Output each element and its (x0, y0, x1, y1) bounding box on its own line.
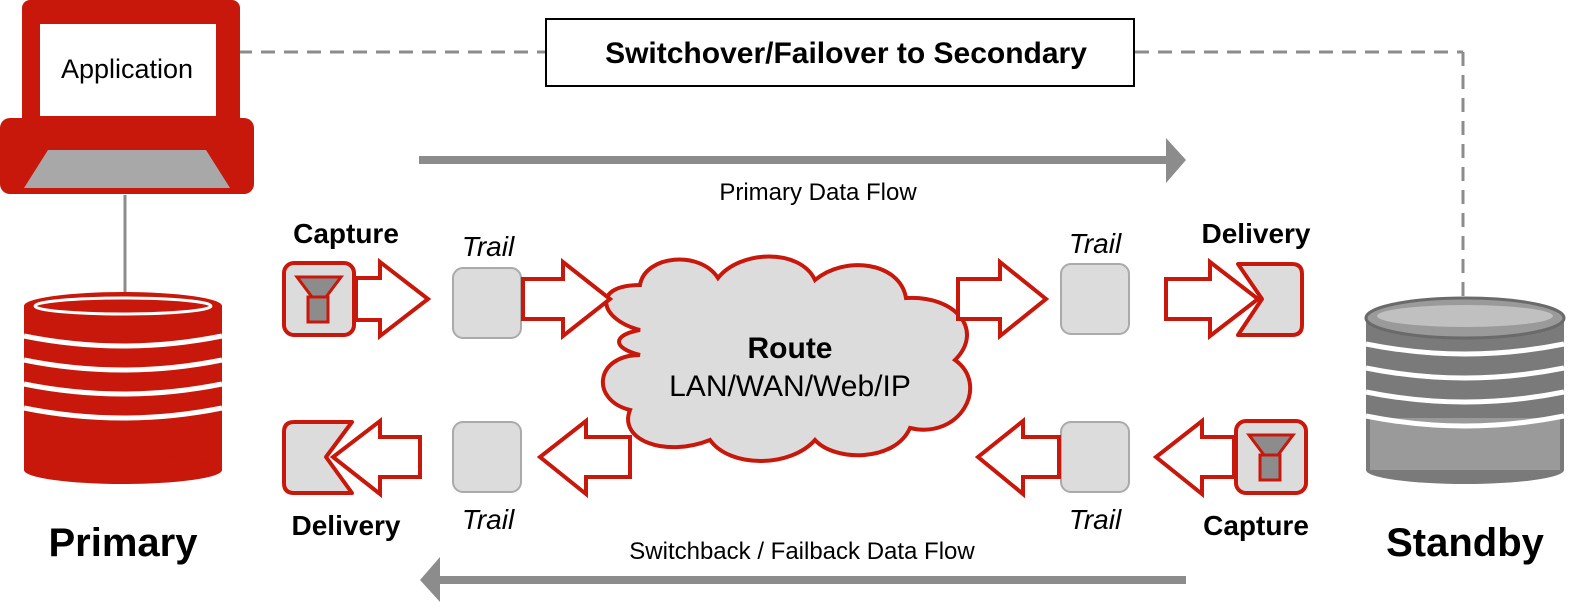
standby-trail-top-icon (1060, 263, 1130, 335)
primary-database-icon (23, 292, 223, 484)
switchback-flow-label: Switchback / Failback Data Flow (629, 538, 975, 565)
primary-trail-bottom-label: Trail (462, 504, 515, 535)
route-subtitle: LAN/WAN/Web/IP (669, 370, 911, 403)
route-cloud-icon: Route LAN/WAN/Web/IP (601, 254, 973, 463)
switchover-label: Switchover/Failover to Secondary (605, 37, 1087, 70)
switchback-flow-arrow (420, 557, 1186, 602)
primary-capture-icon (282, 261, 356, 337)
standby-delivery-label: Delivery (1202, 218, 1311, 249)
route-title: Route (748, 332, 833, 365)
primary-trail-top-label: Trail (462, 231, 515, 262)
primary-trail-bottom-icon (452, 421, 522, 493)
route-to-primary-trail-arrow (536, 416, 632, 499)
switchover-connector (238, 50, 1465, 300)
trail-to-route-arrow (521, 257, 614, 341)
standby-database-icon (1364, 296, 1566, 484)
capture-to-trail-arrow (354, 257, 432, 341)
primary-delivery-label: Delivery (292, 510, 401, 541)
standby-capture-to-trail-arrow (1152, 416, 1236, 499)
trail-to-primary-delivery-arrow (329, 416, 422, 499)
primary-delivery-icon (282, 420, 354, 495)
trail-to-delivery-arrow (1164, 257, 1262, 341)
standby-trail-to-route-arrow (974, 416, 1061, 499)
primary-flow-label: Primary Data Flow (719, 179, 917, 206)
switchover-box: Switchover/Failover to Secondary (545, 18, 1135, 87)
primary-trail-top-icon (452, 267, 522, 339)
standby-capture-icon (1234, 419, 1308, 495)
primary-label: Primary (49, 521, 199, 565)
standby-capture-label: Capture (1203, 510, 1309, 541)
standby-label: Standby (1386, 521, 1545, 565)
standby-trail-bottom-icon (1060, 421, 1130, 493)
standby-delivery-icon (1236, 262, 1304, 337)
route-to-trail-arrow (956, 257, 1050, 341)
application-label: Application (61, 54, 193, 84)
standby-trail-bottom-label: Trail (1069, 504, 1122, 535)
standby-trail-top-label: Trail (1069, 228, 1122, 259)
primary-flow-arrow (419, 138, 1186, 183)
application-laptop-icon: Application (0, 0, 254, 194)
primary-capture-label: Capture (293, 218, 399, 249)
